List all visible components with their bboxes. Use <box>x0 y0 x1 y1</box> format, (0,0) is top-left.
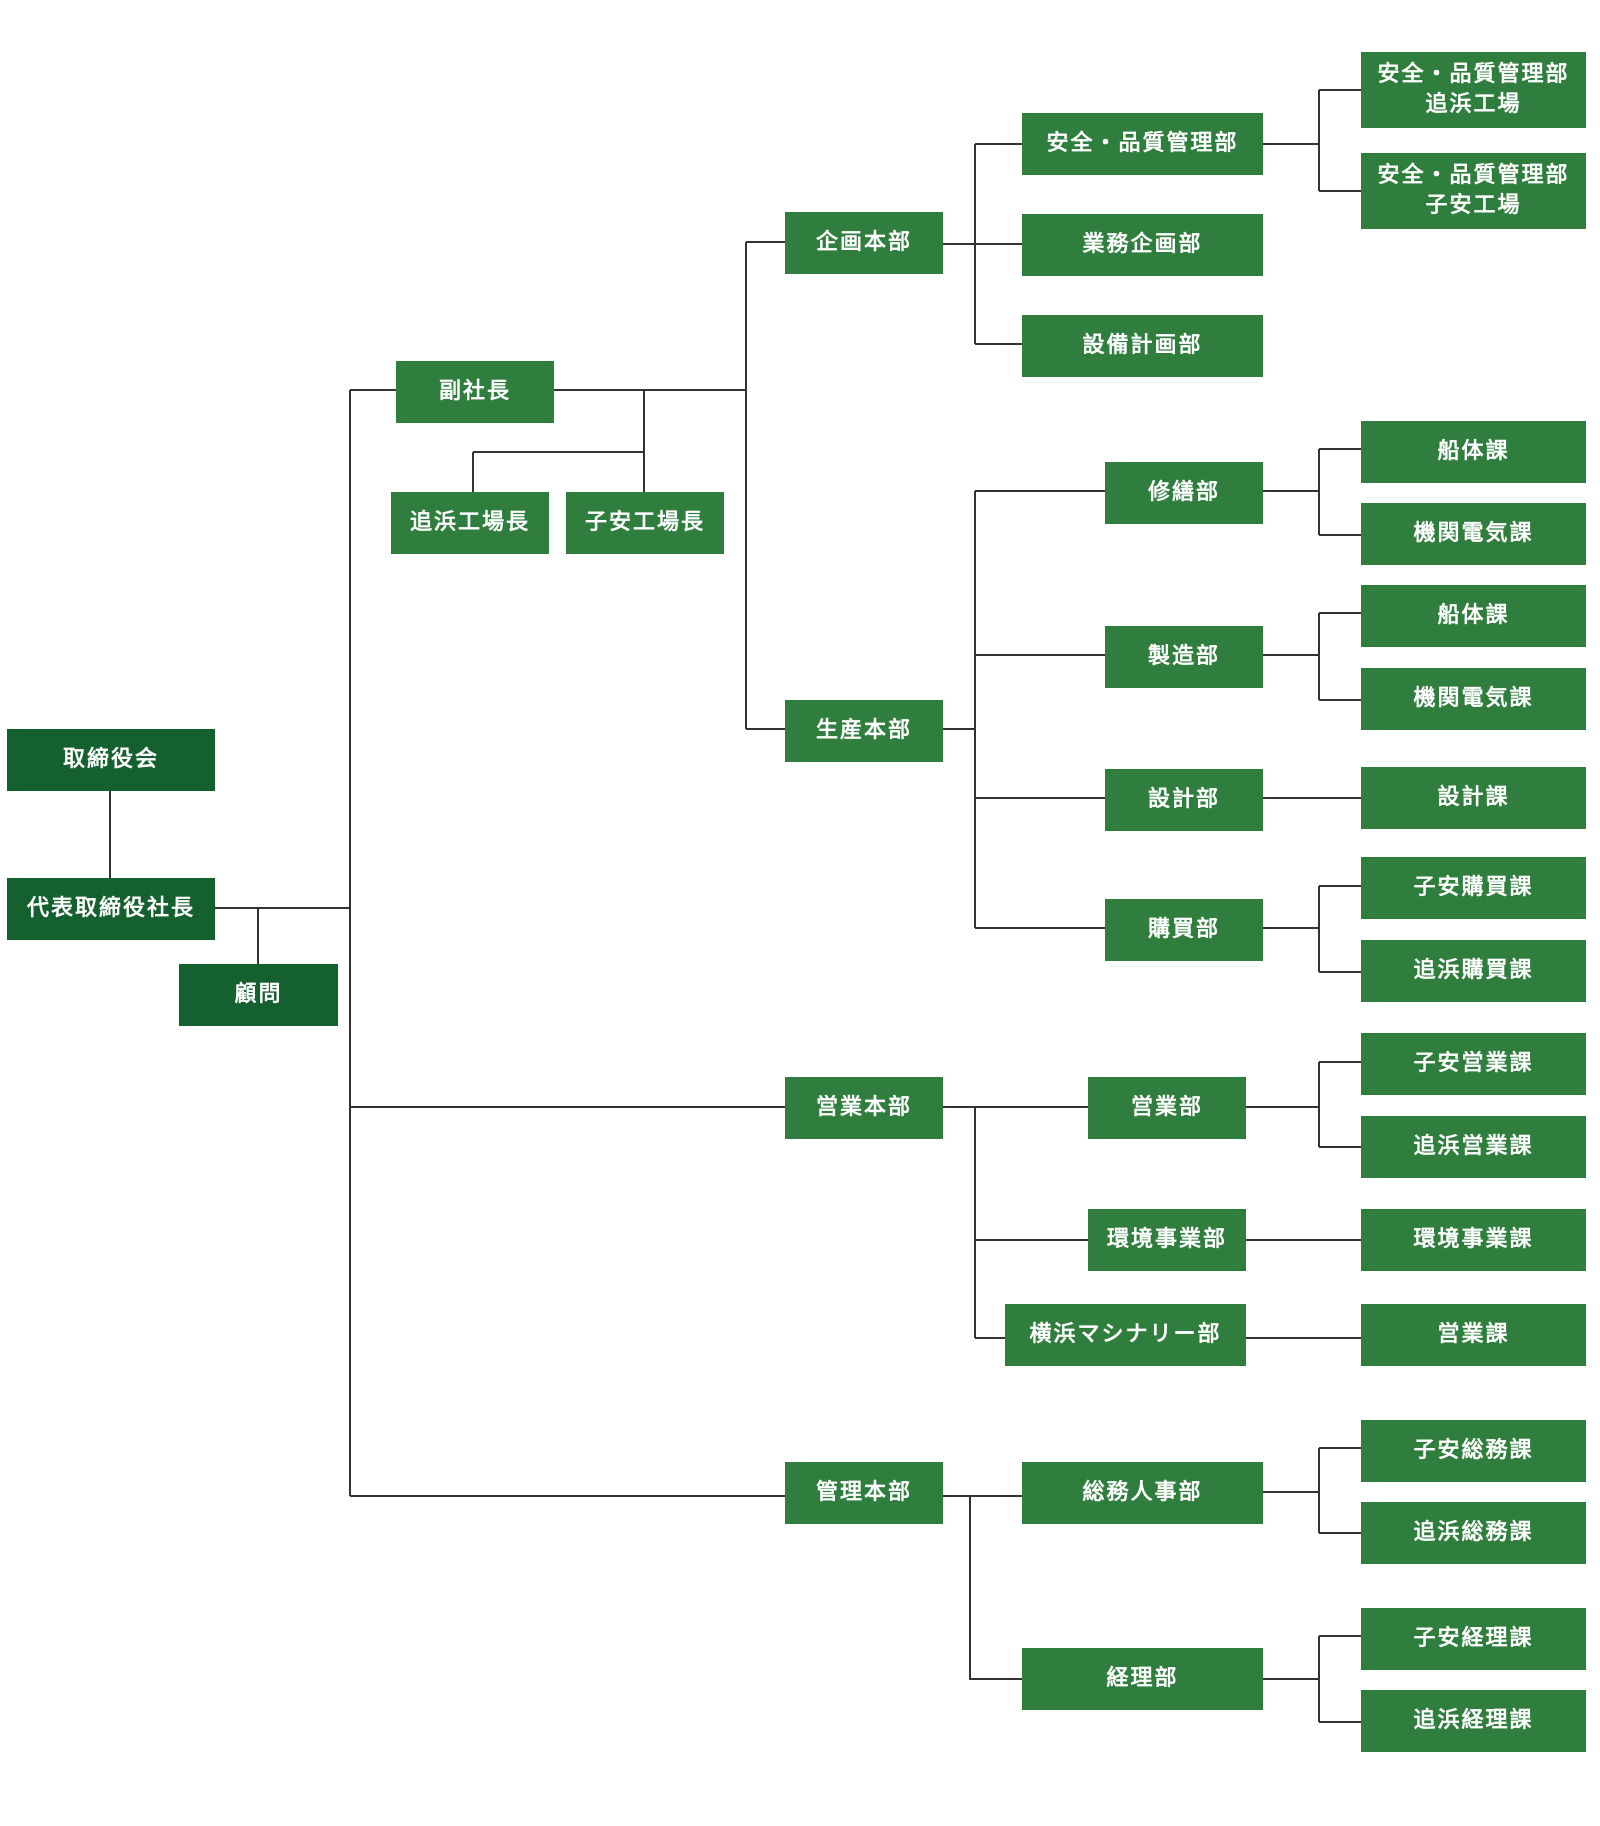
box-label: 副社長 <box>438 379 511 404</box>
box-label: 修繕部 <box>1147 480 1220 505</box>
box-label-line-1: 安全・品質管理部 <box>1377 62 1570 87</box>
box-label: 追浜工場長 <box>409 510 530 535</box>
box-label: 追浜総務課 <box>1413 1520 1534 1545</box>
box-label: 業務企画部 <box>1082 232 1203 257</box>
president-box: 代表取締役社長 <box>7 878 215 940</box>
box-label: 総務人事部 <box>1082 1480 1203 1505</box>
sales-hq-box: 営業本部 <box>785 1077 943 1139</box>
line-admin-bus <box>969 1496 1022 1680</box>
box-label-line-2: 子安工場 <box>1425 193 1522 218</box>
line-acct-out <box>1263 1635 1361 1723</box>
environment-section-box: 環境事業課 <box>1361 1209 1586 1271</box>
box-label: 子安営業課 <box>1413 1051 1534 1076</box>
box-label: 代表取締役社長 <box>26 896 195 921</box>
design-section-box: 設計課 <box>1361 767 1586 829</box>
box-label: 船体課 <box>1437 603 1510 628</box>
purchasing-dept-box: 購買部 <box>1105 899 1263 961</box>
box-label: 環境事業課 <box>1413 1227 1534 1252</box>
advisor-box: 顧問 <box>179 964 338 1026</box>
box-label: 安全・品質管理部 <box>1046 131 1239 156</box>
box-label: 子安総務課 <box>1413 1438 1534 1463</box>
safety-koyasu-box: 安全・品質管理部子安工場 <box>1361 153 1586 229</box>
box-label: 管理本部 <box>815 1480 912 1505</box>
box-label: 子安経理課 <box>1413 1626 1534 1651</box>
box-label: 機関電気課 <box>1413 521 1534 546</box>
production-hq-box: 生産本部 <box>785 700 943 762</box>
box-label: 購買部 <box>1147 917 1220 942</box>
manufacturing-dept-box: 製造部 <box>1105 626 1263 688</box>
box-label-line-1: 安全・品質管理部 <box>1377 163 1570 188</box>
box-label: 設備計画部 <box>1082 333 1203 358</box>
line-sales-dept-out <box>1246 1061 1361 1148</box>
sales-dept-box: 営業部 <box>1088 1077 1246 1139</box>
line-mfg-out <box>1263 612 1361 701</box>
oihama-ga-section-box: 追浜総務課 <box>1361 1502 1586 1564</box>
box-label: 製造部 <box>1147 644 1220 669</box>
box-label-line-2: 追浜工場 <box>1425 92 1522 117</box>
repair-electrical-section-box: 機関電気課 <box>1361 503 1586 565</box>
koyasu-ga-section-box: 子安総務課 <box>1361 1420 1586 1482</box>
koyasu-plant-manager-box: 子安工場長 <box>566 492 724 554</box>
machinery-sales-section-box: 営業課 <box>1361 1304 1586 1366</box>
box-label: 追浜購買課 <box>1413 958 1534 983</box>
oihama-accounting-section-box: 追浜経理課 <box>1361 1690 1586 1752</box>
general-affairs-dept-box: 総務人事部 <box>1022 1462 1263 1524</box>
box-label: 子安購買課 <box>1413 875 1534 900</box>
box-label: 設計課 <box>1437 785 1510 810</box>
oihama-plant-manager-box: 追浜工場長 <box>391 492 549 554</box>
koyasu-accounting-section-box: 子安経理課 <box>1361 1608 1586 1670</box>
admin-hq-box: 管理本部 <box>785 1462 943 1524</box>
box-label: 環境事業部 <box>1106 1227 1227 1252</box>
line-purchase-out <box>1263 885 1361 973</box>
accounting-dept-box: 経理部 <box>1022 1648 1263 1710</box>
machinery-dept-box: 横浜マシナリー部 <box>1005 1304 1246 1366</box>
box-label: 横浜マシナリー部 <box>1029 1322 1222 1347</box>
line-ga-out <box>1263 1447 1361 1534</box>
box-label: 生産本部 <box>815 718 912 743</box>
box-label: 子安工場長 <box>584 510 705 535</box>
box-label: 取締役会 <box>62 747 159 772</box>
mfg-hull-section-box: 船体課 <box>1361 585 1586 647</box>
mfg-electrical-section-box: 機関電気課 <box>1361 668 1586 730</box>
business-planning-dept-box: 業務企画部 <box>1022 214 1263 276</box>
box-label: 追浜営業課 <box>1413 1134 1534 1159</box>
box-label: 営業部 <box>1130 1095 1203 1120</box>
box-label: 設計部 <box>1147 787 1220 812</box>
box-label: 機関電気課 <box>1413 686 1534 711</box>
box-label: 営業課 <box>1437 1322 1510 1347</box>
environment-dept-box: 環境事業部 <box>1088 1209 1246 1271</box>
box-label: 追浜経理課 <box>1413 1708 1534 1733</box>
box-label: 経理部 <box>1106 1666 1179 1691</box>
box-label: 企画本部 <box>815 230 912 255</box>
repair-dept-box: 修繕部 <box>1105 462 1263 524</box>
koyasu-sales-section-box: 子安営業課 <box>1361 1033 1586 1095</box>
repair-hull-section-box: 船体課 <box>1361 421 1586 483</box>
oihama-purchasing-section-box: 追浜購買課 <box>1361 940 1586 1002</box>
design-dept-box: 設計部 <box>1105 769 1263 831</box>
line-plant-oihama <box>472 451 644 492</box>
safety-oihama-box: 安全・品質管理部追浜工場 <box>1361 52 1586 128</box>
planning-hq-box: 企画本部 <box>785 212 943 274</box>
vice-president-box: 副社長 <box>396 361 554 423</box>
line-repair-out <box>1263 448 1361 536</box>
facility-planning-dept-box: 設備計画部 <box>1022 315 1263 377</box>
box-label: 船体課 <box>1437 439 1510 464</box>
safety-quality-dept-box: 安全・品質管理部 <box>1022 113 1263 175</box>
oihama-sales-section-box: 追浜営業課 <box>1361 1116 1586 1178</box>
board-box: 取締役会 <box>7 729 215 791</box>
box-label: 顧問 <box>234 982 283 1007</box>
box-label: 営業本部 <box>815 1095 912 1120</box>
koyasu-purchasing-section-box: 子安購買課 <box>1361 857 1586 919</box>
